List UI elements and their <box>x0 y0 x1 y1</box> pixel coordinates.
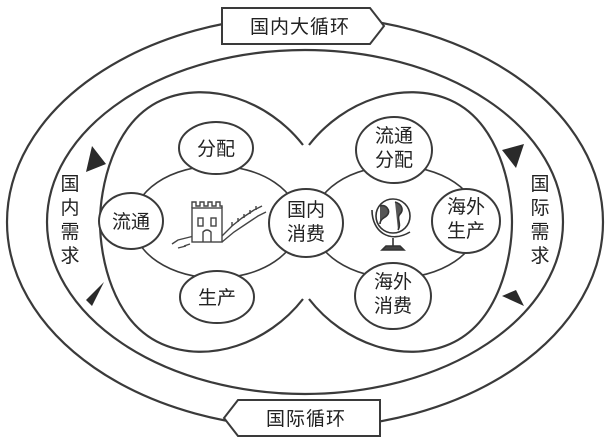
top-banner-ribbon <box>221 7 386 45</box>
overseas-consumption-line2: 消费 <box>374 295 412 317</box>
domestic-consumption-line2: 消费 <box>287 223 325 245</box>
domestic-consumption-line1: 国内 <box>287 199 325 221</box>
arrowhead-lower-left <box>86 282 104 306</box>
bottom-banner-ribbon <box>222 399 381 437</box>
arrowhead-lower-right <box>502 290 524 306</box>
right-demand-char-2: 际 <box>530 197 549 219</box>
overseas-production-line2: 生产 <box>447 220 485 242</box>
right-demand-char-4: 求 <box>530 245 549 267</box>
left-demand-char-4: 求 <box>60 245 79 267</box>
bottom-banner: 国际循环 <box>222 399 381 437</box>
overseas-circulation-line2: 分配 <box>375 149 413 171</box>
domestic-distribution-label: 分配 <box>197 138 235 160</box>
overseas-consumption-node: 海外 消费 <box>354 262 432 330</box>
domestic-circulation-node: 流通 <box>98 192 164 250</box>
international-outer-loop <box>308 91 514 353</box>
overseas-circulation-distribution-node: 流通 分配 <box>355 116 433 184</box>
top-banner: 国内大循环 <box>221 7 386 45</box>
overseas-production-node: 海外 生产 <box>431 188 501 254</box>
globe-icon <box>371 198 411 251</box>
overseas-consumption-line1: 海外 <box>374 271 412 293</box>
arrowhead-upper-right <box>502 144 524 168</box>
left-demand-label: 国 内 需 求 <box>60 173 79 267</box>
domestic-production-node: 生产 <box>179 270 255 324</box>
domestic-production-label: 生产 <box>198 287 236 309</box>
inner-cycle-ring <box>45 48 565 396</box>
left-demand-char-1: 国 <box>60 173 79 195</box>
domestic-distribution-node: 分配 <box>178 121 254 175</box>
overseas-circulation-line1: 流通 <box>375 125 413 147</box>
right-demand-label: 国 际 需 求 <box>530 173 549 267</box>
right-demand-char-1: 国 <box>530 173 549 195</box>
left-demand-char-2: 内 <box>60 197 79 219</box>
bottom-banner-label: 国际循环 <box>266 408 346 430</box>
top-banner-label: 国内大循环 <box>250 16 350 38</box>
overseas-production-line1: 海外 <box>447 196 485 218</box>
domestic-consumption-node: 国内 消费 <box>268 188 344 258</box>
left-demand-char-3: 需 <box>60 221 79 243</box>
right-demand-char-3: 需 <box>530 221 549 243</box>
arrowhead-upper-left <box>86 146 106 172</box>
domestic-circulation-label: 流通 <box>112 211 150 233</box>
great-wall-icon <box>171 201 267 249</box>
